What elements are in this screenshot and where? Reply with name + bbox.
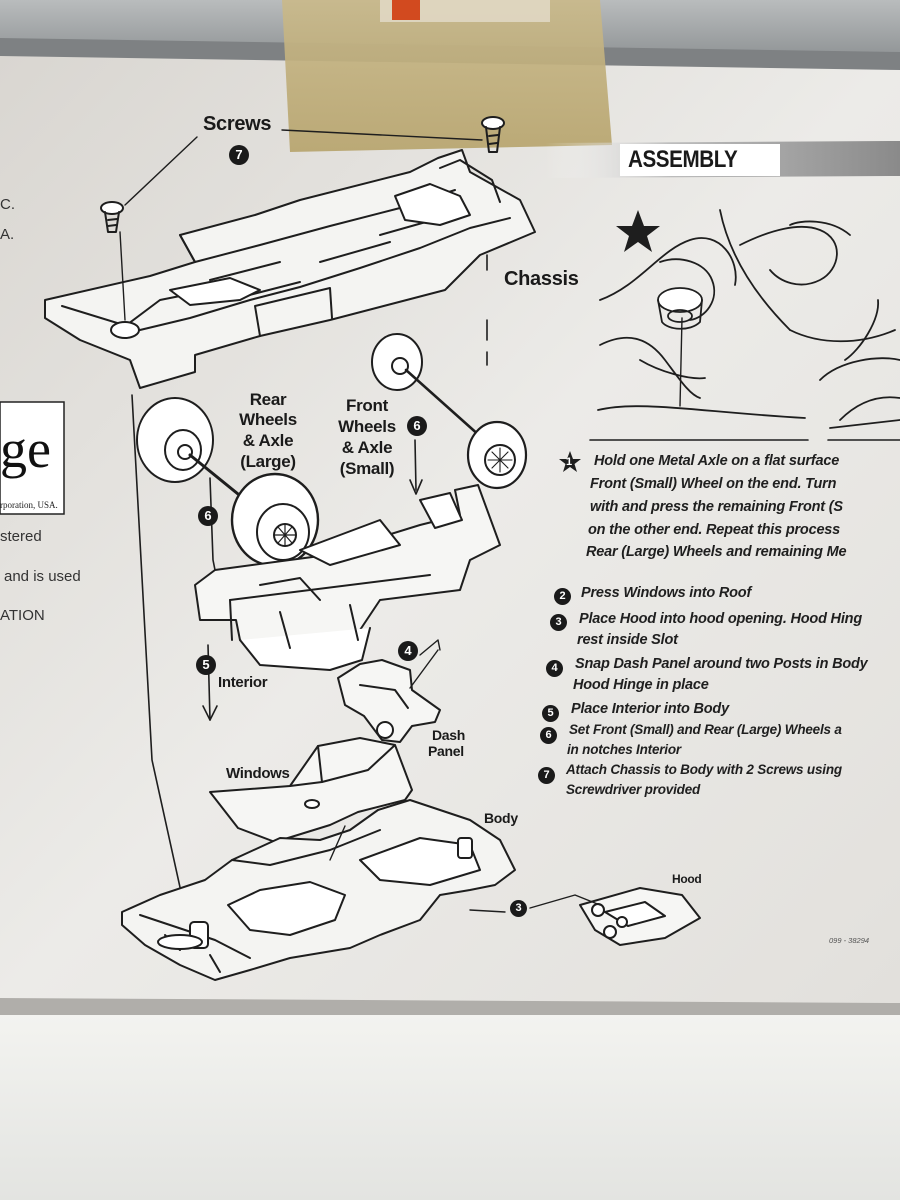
- step1-star-icon: [559, 451, 581, 472]
- step1-star-number: 1: [566, 456, 573, 468]
- interior-label: Interior: [218, 674, 268, 691]
- step-number: 7: [538, 767, 555, 784]
- step-text-line: Attach Chassis to Body with 2 Screws usi…: [566, 762, 842, 777]
- logo-text: ge: [0, 419, 51, 479]
- windows-label: Windows: [226, 765, 290, 782]
- left-edge-line: stered: [0, 528, 42, 545]
- star-icon: [616, 210, 660, 252]
- screw-right-icon: [481, 116, 505, 153]
- front-wheels-label-line: & Axle: [341, 438, 393, 457]
- step-text-line: Press Windows into Roof: [581, 585, 752, 601]
- step1-text-line: Hold one Metal Axle on a flat surface: [594, 453, 840, 469]
- step-number: 2: [554, 588, 571, 605]
- rear-wheels-label-line: Rear: [249, 390, 287, 409]
- step-number: 5: [542, 705, 559, 722]
- rear-wheels-axle-part: [136, 397, 320, 568]
- left-edge-line: C.: [0, 196, 15, 213]
- body-label: Body: [484, 810, 518, 826]
- rear-wheels-label-line: (Large): [240, 452, 296, 471]
- step1-text-line: on the other end. Repeat this process: [588, 522, 841, 538]
- step-text-line: in notches Interior: [567, 742, 681, 757]
- step1-text-line: Front (Small) Wheel on the end. Turn: [590, 476, 837, 492]
- step-text-line: Place Interior into Body: [571, 701, 729, 717]
- front-wheels-label-line: Wheels: [338, 417, 396, 436]
- step-text-line: Screwdriver provided: [566, 782, 701, 797]
- body-part: [121, 799, 516, 981]
- left-edge-line: and is used: [4, 568, 81, 585]
- assembly-title: ASSEMBLY: [628, 146, 738, 173]
- dash-panel-part: [337, 659, 441, 743]
- step1-text-line: with and press the remaining Front (S: [590, 499, 843, 515]
- dash-panel-step-number: 4: [398, 641, 418, 661]
- front-wheels-axle-part: [371, 333, 528, 490]
- rear-wheels-label-line: & Axle: [242, 431, 294, 450]
- front-wheels-label-line: (Small): [339, 459, 395, 478]
- front-wheels-label-line: Front: [346, 396, 388, 415]
- step-text-line: rest inside Slot: [577, 632, 678, 648]
- windows-part: [209, 737, 413, 843]
- screws-step-number: 7: [229, 145, 249, 165]
- hood-step-number: 3: [510, 900, 527, 917]
- chassis-label: Chassis: [504, 268, 579, 290]
- screws-label: Screws: [203, 113, 272, 135]
- front-wheels-step-number: 6: [407, 416, 427, 436]
- interior-part: [194, 484, 501, 671]
- left-edge-line: ATION: [0, 607, 45, 624]
- step-text-line: Snap Dash Panel around two Posts in Body: [575, 656, 868, 672]
- step-text-line: Hood Hinge in place: [573, 677, 709, 693]
- hood-part: [579, 887, 701, 946]
- screw-left-icon: [100, 201, 124, 233]
- part-code: 099 - 38294: [829, 936, 870, 945]
- dash-panel-label-line: Dash: [432, 727, 466, 743]
- left-edge-line: A.: [0, 226, 15, 243]
- dash-panel-label-line: Panel: [428, 743, 464, 759]
- step-text-line: Place Hood into hood opening. Hood Hing: [579, 611, 862, 627]
- step-number: 6: [540, 727, 557, 744]
- step1-text-line: Rear (Large) Wheels and remaining Me: [586, 544, 847, 560]
- step-text-line: Set Front (Small) and Rear (Large) Wheel…: [569, 722, 842, 737]
- rear-wheels-step-number: 6: [198, 506, 218, 526]
- chassis-part: [44, 149, 536, 389]
- logo-subtext: rporation, USA.: [0, 500, 58, 510]
- rear-wheels-label-line: Wheels: [239, 410, 297, 429]
- interior-step-number: 5: [196, 655, 216, 675]
- hood-label: Hood: [672, 872, 702, 886]
- step-number: 4: [546, 660, 563, 677]
- step-number: 3: [550, 614, 567, 631]
